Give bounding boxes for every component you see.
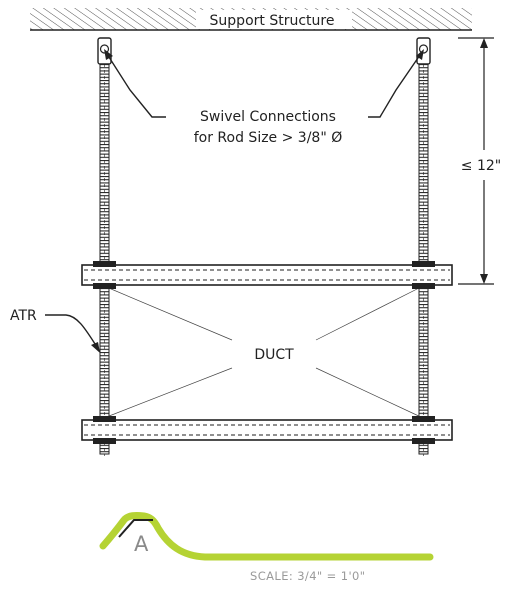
atr-callout: ATR <box>10 308 100 353</box>
detail-highlight-stroke <box>99 512 434 561</box>
atr-leader <box>45 314 98 348</box>
dimension-label: ≤ 12" <box>461 158 501 174</box>
duct-diagonal-1a <box>103 285 233 341</box>
lower-left-top-nut <box>93 416 116 422</box>
support-label-bg <box>196 10 352 29</box>
swivel-arrow-right <box>416 49 424 60</box>
swivel-callout: Swivel Connections for Rod Size > 3/8" Ø <box>104 49 424 146</box>
atr-label: ATR <box>10 308 37 324</box>
duct-diagonal-2b <box>103 367 233 419</box>
detail-mark-letter: A <box>134 532 149 556</box>
upper-right-bottom-nut <box>412 283 435 289</box>
upper-left-top-nut <box>93 261 116 267</box>
scale-label: SCALE: 3/4" = 1'0" <box>250 569 365 583</box>
right-swivel-eye <box>418 44 429 54</box>
dimension-arrow-top <box>480 38 488 48</box>
swivel-label-line1: Swivel Connections <box>200 109 336 125</box>
duct-diagonal-2a <box>315 285 424 341</box>
lower-left-bottom-nut <box>93 438 116 444</box>
support-structure: Support Structure <box>30 8 472 31</box>
upper-right-top-nut <box>412 261 435 267</box>
atr-arrow <box>91 342 100 353</box>
duct-label: DUCT <box>254 347 294 363</box>
upper-left-bottom-nut <box>93 283 116 289</box>
swivel-leader-right <box>368 54 421 118</box>
duct-body: DUCT <box>103 285 424 419</box>
left-rod-assembly <box>97 37 112 456</box>
upper-trapeze-channel <box>81 261 453 289</box>
dimension-arrow-bottom <box>480 274 488 284</box>
lower-right-top-nut <box>412 416 435 422</box>
swivel-leader-left <box>106 53 166 118</box>
support-structure-label: Support Structure <box>210 13 335 29</box>
upper-channel-outline <box>81 264 453 286</box>
right-rod-assembly <box>416 37 431 456</box>
rod-length-dimension: ≤ 12" <box>458 37 501 285</box>
swivel-label-line2: for Rod Size > 3/8" Ø <box>194 130 343 146</box>
lower-channel-outline <box>81 419 453 441</box>
left-swivel-eye <box>99 44 110 54</box>
detail-mark-bracket <box>118 519 153 538</box>
swivel-arrow-left <box>104 49 113 60</box>
duct-diagonal-1b <box>315 367 424 419</box>
lower-trapeze-channel <box>81 416 453 444</box>
lower-right-bottom-nut <box>412 438 435 444</box>
detail-mark: A SCALE: 3/4" = 1'0" <box>99 512 434 583</box>
